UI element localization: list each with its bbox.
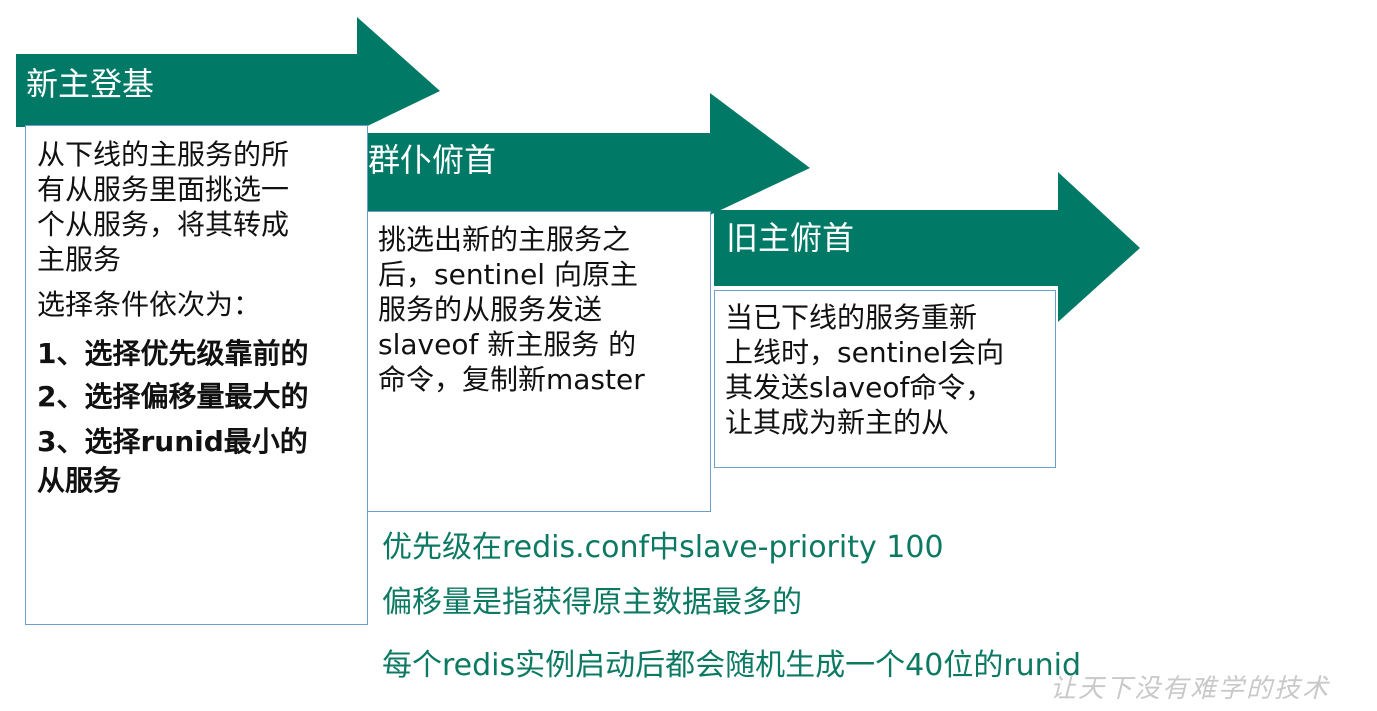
step-2-title: 群仆俯首 [368, 141, 497, 179]
criteria-item: 3、选择runid最小的 [37, 425, 308, 458]
step-1-line: 从下线的主服务的所 [37, 138, 290, 171]
watermark: 让天下没有难学的技术 [1050, 674, 1331, 704]
step-1-title: 新主登基 [26, 65, 155, 103]
criteria-item: 1、选择优先级靠前的 [37, 337, 309, 370]
step-3-arrow [714, 172, 1140, 322]
step-1-line: 有从服务里面挑选一 [37, 173, 290, 206]
step-3-line: 让其成为新主的从 [725, 406, 950, 439]
step-2-line: 命令，复制新master [378, 363, 645, 396]
note-runid: 每个redis实例启动后都会随机生成一个40位的runid [382, 648, 1082, 683]
step-2-box [367, 211, 711, 512]
step-2-line: 服务的从服务发送 [378, 293, 603, 326]
step-3-title: 旧主俯首 [726, 219, 855, 257]
step-3-text: 当已下线的服务重新 上线时，sentinel会向 其发送slaveof命令， 让… [725, 300, 1004, 440]
step-1-box [25, 125, 368, 625]
step-1-line: 个从服务，将其转成 [37, 208, 290, 241]
step-3-box [714, 290, 1056, 468]
step-2-line: 后，sentinel 向原主 [378, 258, 638, 291]
step-1-arrow [16, 17, 440, 131]
step-3-line: 当已下线的服务重新 [725, 301, 978, 334]
step-3-line: 其发送slaveof命令， [725, 371, 994, 404]
step-2-text: 挑选出新的主服务之 后，sentinel 向原主 服务的从服务发送 slaveo… [378, 222, 645, 397]
step-2-arrow [358, 93, 810, 215]
criteria-heading: 选择条件依次为： [37, 288, 262, 321]
step-2-line: 挑选出新的主服务之 [378, 223, 631, 256]
criteria-item: 从服务 [37, 464, 122, 497]
step-2-line: slaveof 新主服务 的 [378, 328, 637, 361]
note-priority: 优先级在redis.conf中slave-priority 100 [382, 530, 944, 565]
step-1-line: 主服务 [37, 243, 122, 276]
step-1-text: 从下线的主服务的所 有从服务里面挑选一 个从服务，将其转成 主服务 选择条件依次… [37, 137, 308, 496]
step-3-line: 上线时，sentinel会向 [725, 336, 1005, 369]
note-offset: 偏移量是指获得原主数据最多的 [382, 585, 802, 620]
criteria-item: 2、选择偏移量最大的 [37, 380, 309, 413]
